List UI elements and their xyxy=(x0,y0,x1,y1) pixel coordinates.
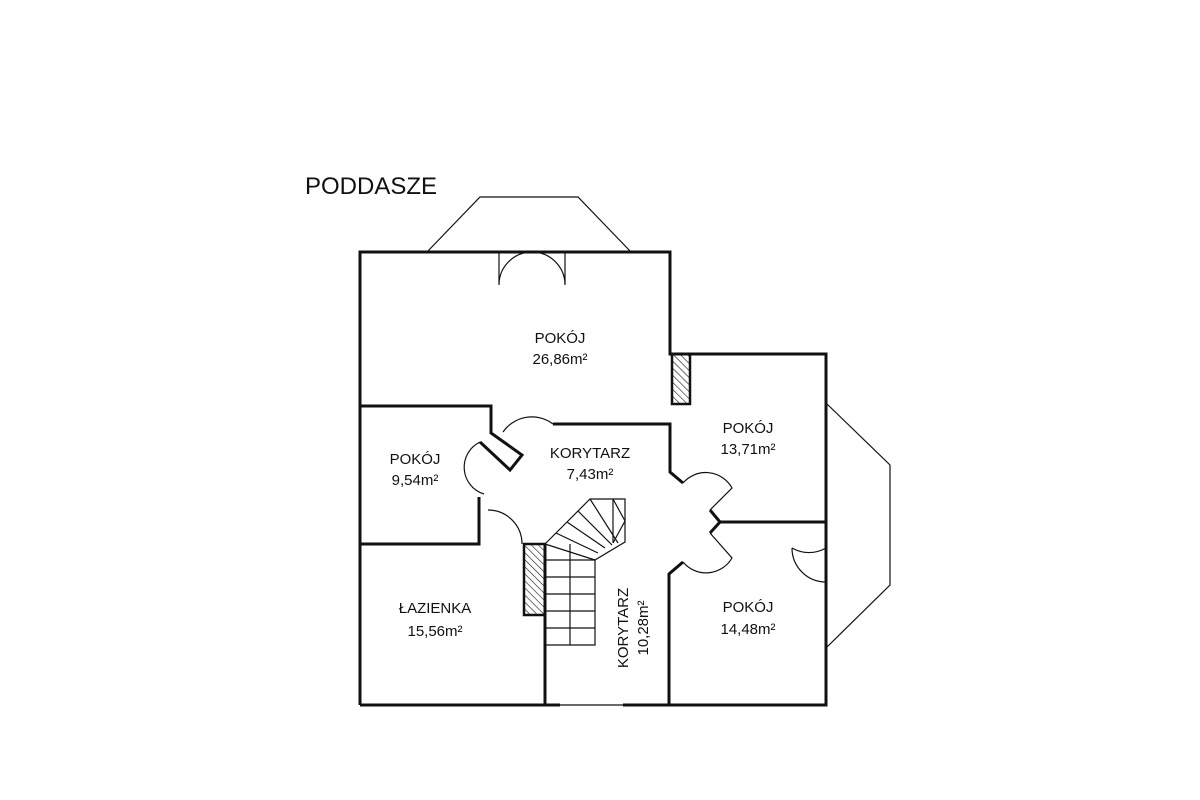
room-name: POKÓJ xyxy=(390,451,441,468)
room-name: POKÓJ xyxy=(535,330,586,347)
top-bay-window xyxy=(426,196,632,253)
room-area: 14,48m² xyxy=(720,621,775,638)
room-area: 7,43m² xyxy=(567,466,614,483)
room-name: KORYTARZ xyxy=(615,588,632,668)
plan-title: PODDASZE xyxy=(305,173,437,200)
doors xyxy=(463,251,827,583)
outer-walls xyxy=(358,250,828,707)
staircase xyxy=(544,498,626,646)
room-area: 13,71m² xyxy=(720,441,775,458)
room-name: POKÓJ xyxy=(723,420,774,437)
chimney xyxy=(670,352,692,406)
room-area: 10,28m² xyxy=(635,600,652,655)
room-area: 15,56m² xyxy=(407,623,462,640)
room-name: POKÓJ xyxy=(723,599,774,616)
right-bay-window xyxy=(825,402,891,649)
room-area: 9,54m² xyxy=(392,472,439,489)
room-area: 26,86m² xyxy=(532,351,587,368)
room-name: KORYTARZ xyxy=(550,445,630,462)
chimney xyxy=(522,542,547,617)
room-name: ŁAZIENKA xyxy=(399,600,472,617)
